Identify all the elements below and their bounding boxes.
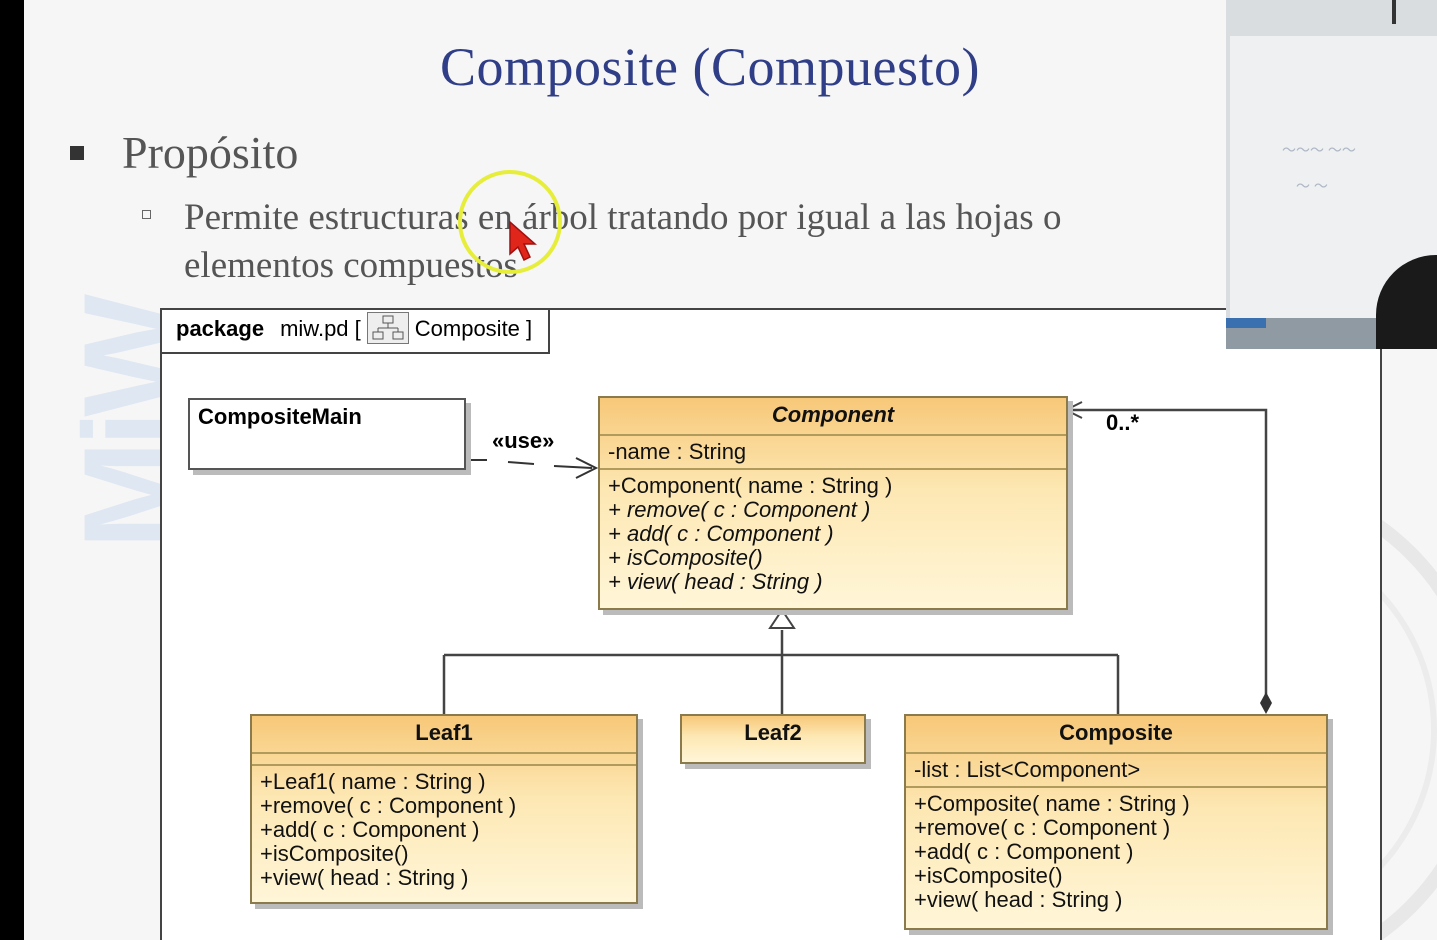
class-name: CompositeMain [198,404,362,429]
package-tab: package miw.pd [ Composite ] [162,310,551,354]
whiteboard-scribble: ～ ～ [1296,178,1328,194]
operation: +view( head : String ) [260,865,469,890]
class-leaf2[interactable]: Leaf2 [680,714,866,764]
webcam-overlay: ～～～ ～～ ～ ～ [1226,0,1437,349]
class-diagram-icon [366,312,409,345]
slide-title: Composite (Compuesto) [440,37,980,97]
generalization-triangle [768,608,796,629]
uml-package-frame: package miw.pd [ Composite ] CompositeMai… [160,308,1382,940]
attributes-section: -name : String [600,436,1066,470]
whiteboard-scribble: ～～～ ～～ [1282,142,1356,158]
class-name: Component [600,398,1066,436]
class-name: Composite [906,716,1326,754]
pointer-arrow-icon [509,220,537,262]
operation: +isComposite() [260,841,409,866]
operations-section: +Leaf1( name : String ) +remove( c : Com… [252,766,636,894]
generalization-line [442,630,1120,715]
operation: + isComposite() [608,545,763,570]
class-composite-main[interactable]: CompositeMain [188,398,466,470]
board-frame [1392,0,1396,24]
attributes-section [252,754,636,766]
sub-bullet-line-1: Permite estructuras en árbol tratando po… [184,197,1062,238]
aggregation-line [1068,408,1268,710]
class-leaf1[interactable]: Leaf1 +Leaf1( name : String ) +remove( c… [250,714,638,904]
bullet-text: Propósito [122,127,299,178]
class-name: Leaf1 [252,716,636,754]
square-bullet-icon [70,146,84,160]
package-diagram-name: Composite [414,316,520,341]
package-keyword: package [176,316,265,341]
class-composite[interactable]: Composite -list : List<Component> +Compo… [904,714,1328,930]
aggregation-diamond [1260,692,1272,714]
operation: +isComposite() [914,863,1063,888]
operation: +Leaf1( name : String ) [260,769,486,794]
sub-bullet-line-2: elementos compuestos [184,245,518,286]
operation: +add( c : Component ) [914,839,1134,864]
operation: + view( head : String ) [608,569,823,594]
operation: +Composite( name : String ) [914,791,1190,816]
operation: +add( c : Component ) [260,817,480,842]
operations-section: +Component( name : String ) + remove( c … [600,470,1066,598]
operation: +remove( c : Component ) [260,793,517,818]
package-close: ] [526,316,533,341]
class-name: Leaf2 [744,720,802,745]
marker-object [1226,318,1266,328]
class-component[interactable]: Component -name : String +Component( nam… [598,396,1068,610]
operation: +view( head : String ) [914,887,1123,912]
use-dependency-line [464,459,593,469]
attributes-section: -list : List<Component> [906,754,1326,788]
operation: +remove( c : Component ) [914,815,1171,840]
operation: +Component( name : String ) [608,473,893,498]
attribute: -name : String [608,439,747,464]
operation: + remove( c : Component ) [608,497,871,522]
cursor-highlight-ring [458,170,562,274]
hollow-square-bullet-icon [142,210,151,219]
operation: + add( c : Component ) [608,521,834,546]
presentation-slide: MiW Composite (Compuesto) Propósito Perm… [24,0,1437,940]
use-label: «use» [492,428,555,453]
package-name: miw.pd [ [280,316,361,341]
uml-connectors [442,401,1272,715]
use-dependency-arrowhead [575,457,599,479]
attribute: -list : List<Component> [914,757,1141,782]
multiplicity-label: 0..* [1106,410,1140,435]
operations-section: +Composite( name : String ) +remove( c :… [906,788,1326,916]
